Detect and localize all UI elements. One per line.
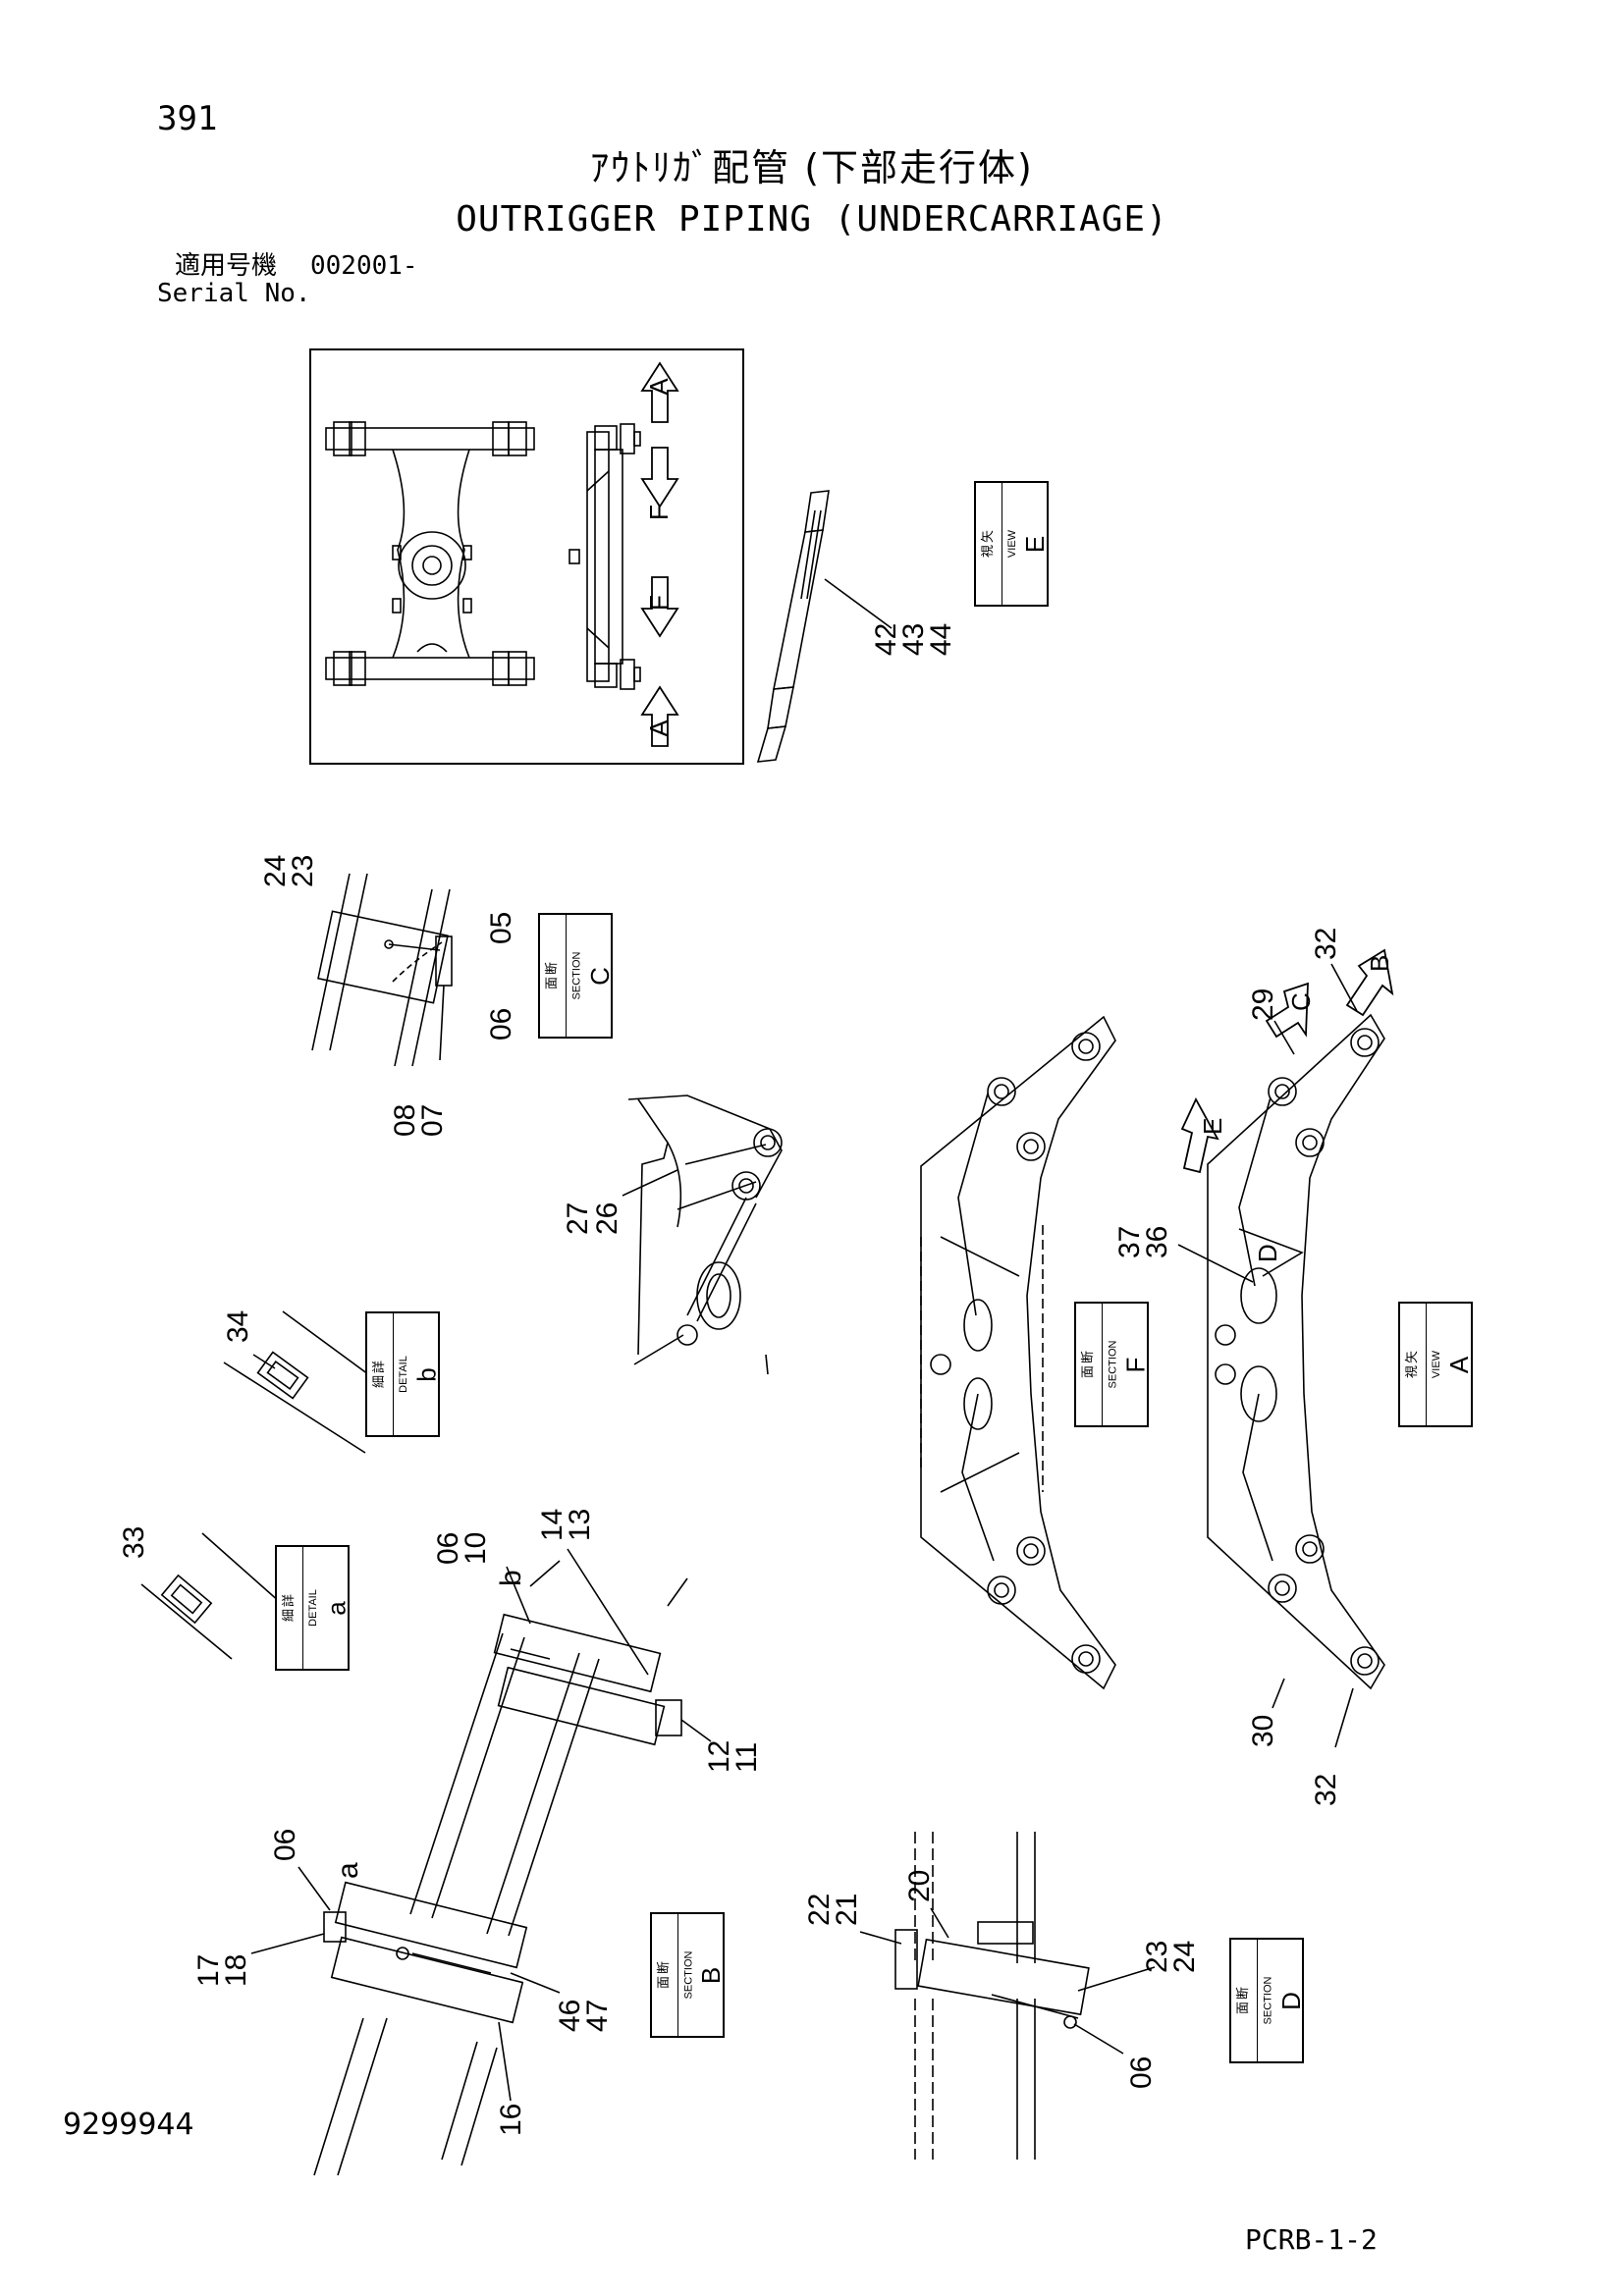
callout-26-27: 27 26	[562, 1202, 623, 1235]
svg-text:46: 46	[554, 2000, 586, 2032]
svg-text:24: 24	[1168, 1941, 1201, 1973]
callout-33: 33	[118, 1526, 150, 1559]
view-e-tag: 矢視 VIEW E	[974, 481, 1051, 607]
callout-34: 34	[222, 1310, 254, 1343]
section-d-tag: 断面 SECTION D	[1229, 1938, 1306, 2063]
svg-text:20: 20	[903, 1870, 936, 1902]
svg-text:a: a	[332, 1862, 364, 1879]
arrow-letter: A	[644, 720, 674, 737]
view-arrow-a-top-icon	[640, 361, 679, 423]
svg-text:14: 14	[536, 1509, 568, 1541]
outrigger-link-drawing	[627, 1095, 783, 1375]
detail-a-drawing	[140, 1532, 290, 1660]
svg-text:12: 12	[703, 1740, 735, 1773]
overview-key-plan: A F F A	[309, 348, 744, 765]
svg-text:32: 32	[1310, 928, 1342, 960]
svg-text:23: 23	[287, 855, 319, 887]
section-c-drawing	[311, 873, 453, 1067]
view-arrow-c-icon	[1265, 982, 1309, 1039]
section-f-drawing	[920, 1015, 1116, 1690]
svg-text:27: 27	[562, 1202, 594, 1235]
section-c-tag: 断面 SECTION C	[538, 913, 615, 1039]
serial-label-english: Serial No.	[157, 279, 311, 308]
svg-text:29: 29	[1247, 988, 1279, 1021]
page-title-japanese: ｱｳﾄﾘｶﾞ配管 (下部走行体)	[590, 146, 1034, 189]
arrow-letter: E	[1198, 1118, 1227, 1135]
svg-text:47: 47	[581, 2000, 614, 2032]
svg-text:07: 07	[416, 1104, 449, 1137]
svg-text:42: 42	[870, 623, 902, 656]
svg-text:26: 26	[591, 1202, 623, 1235]
svg-text:22: 22	[803, 1894, 836, 1926]
svg-text:11: 11	[731, 1742, 763, 1773]
svg-text:06: 06	[485, 1008, 517, 1041]
section-d-drawing	[894, 1832, 1090, 2160]
view-arrow-e-icon	[1180, 1097, 1219, 1174]
view-arrow-f-upper-icon	[640, 447, 679, 508]
svg-text:36: 36	[1141, 1226, 1173, 1258]
callout-section-c: 24 23 05 06 08 07	[259, 855, 517, 1137]
callout-section-b-upper: 06 10 b 14 13 12 11	[432, 1509, 763, 1773]
svg-text:44: 44	[925, 623, 957, 656]
arrow-letter: B	[1365, 955, 1394, 972]
cylinder-view-e	[756, 490, 893, 763]
svg-text:16: 16	[495, 2104, 527, 2136]
svg-text:06: 06	[432, 1532, 464, 1565]
callout-section-b-lower: 06 a 17 18 46 47 16	[192, 1829, 614, 2136]
view-a-tag: 矢視 VIEW A	[1398, 1302, 1475, 1427]
svg-text:18: 18	[220, 1954, 252, 1987]
view-arrow-f-lower-icon	[640, 576, 679, 638]
svg-text:30: 30	[1247, 1715, 1279, 1747]
document-code: 9299944	[63, 2108, 194, 2142]
svg-text:06: 06	[269, 1829, 301, 1861]
callout-section-d: 22 21 20 23 24 06	[803, 1870, 1201, 2089]
svg-text:32: 32	[1310, 1774, 1342, 1806]
svg-text:05: 05	[485, 912, 517, 944]
view-arrow-b-icon	[1345, 948, 1394, 1017]
svg-text:06: 06	[1125, 2056, 1158, 2089]
arrow-letter: F	[644, 505, 674, 520]
svg-text:10: 10	[460, 1532, 492, 1565]
arrow-letter: C	[1286, 992, 1316, 1011]
serial-number-value: 002001-	[310, 251, 418, 281]
view-a-drawing	[1207, 1013, 1385, 1690]
view-arrow-a-bottom-icon	[640, 685, 679, 747]
arrow-letter: A	[644, 378, 674, 396]
svg-text:08: 08	[389, 1104, 421, 1137]
detail-a-tag: 詳細 DETAIL a	[275, 1545, 352, 1671]
section-f-tag: 断面 SECTION F	[1074, 1302, 1150, 1427]
svg-text:23: 23	[1141, 1941, 1173, 1973]
page-number: 391	[157, 99, 218, 138]
page-reference: PCRB-1-2	[1245, 2223, 1378, 2256]
callout-view-a: 37 36 29 32 30 32	[1113, 928, 1342, 1806]
svg-text:43: 43	[897, 623, 930, 656]
section-b-tag: 断面 SECTION B	[650, 1912, 727, 2038]
detail-b-tag: 詳細 DETAIL b	[365, 1311, 442, 1437]
section-b-drawing	[313, 1560, 688, 2176]
page-title-english: OUTRIGGER PIPING (UNDERCARRIAGE)	[456, 199, 1168, 240]
svg-text:21: 21	[831, 1894, 863, 1926]
svg-text:24: 24	[259, 855, 292, 887]
svg-text:17: 17	[192, 1954, 225, 1987]
svg-text:13: 13	[564, 1509, 596, 1541]
arrow-letter: D	[1253, 1244, 1282, 1262]
svg-text:37: 37	[1113, 1226, 1146, 1258]
serial-label-japanese: 適用号機	[175, 251, 278, 281]
callout-42-44: 42 43 44	[870, 623, 957, 656]
arrow-letter: F	[644, 595, 674, 611]
